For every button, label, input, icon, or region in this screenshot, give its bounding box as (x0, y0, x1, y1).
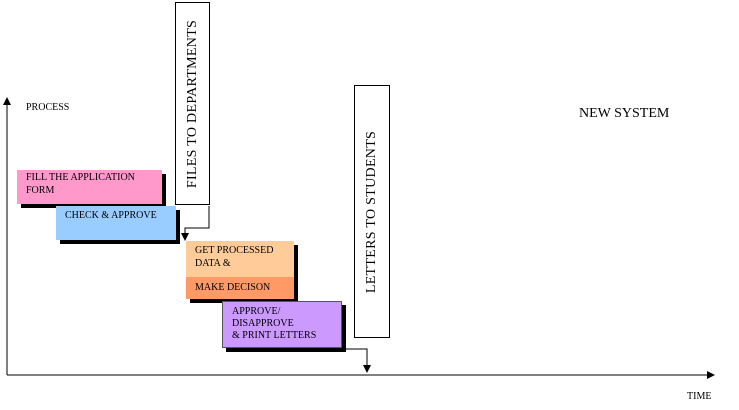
step-processed-line-2: DATA & (195, 258, 231, 269)
step-print-line-1: APPROVE/ (232, 306, 281, 317)
step-fill-line-1: FILL THE APPLICATION (26, 172, 135, 183)
x-axis-label: TIME (687, 391, 712, 402)
diagram-title: NEW SYSTEM (579, 106, 670, 121)
step-print-line-3: & PRINT LETTERS (232, 330, 317, 341)
letters-connector-arrow (343, 348, 371, 373)
milestone-files-to-departments: FILES TO DEPARTMENTS (175, 2, 210, 205)
step-process-decide-group: GET PROCESSED DATA & MAKE DECISON (186, 241, 294, 299)
step-approve-print-letters: APPROVE/ DISAPPROVE & PRINT LETTERS (222, 301, 342, 348)
step-processed-line-1: GET PROCESSED (195, 245, 274, 256)
step-fill-line-2: FORM (26, 185, 55, 196)
step-check-approve: CHECK & APPROVE (56, 206, 176, 240)
step-check-line-1: CHECK & APPROVE (65, 210, 157, 221)
step-make-decision: MAKE DECISON (186, 277, 294, 299)
y-axis-label: PROCESS (26, 102, 70, 113)
files-connector-arrow (181, 206, 210, 241)
step-decision-line-1: MAKE DECISON (195, 282, 271, 293)
step-fill-application: FILL THE APPLICATION FORM (17, 170, 162, 204)
step-print-line-2: DISAPPROVE (232, 318, 294, 329)
step-get-processed-data: GET PROCESSED DATA & (186, 241, 294, 277)
milestone-letters-text: LETTERS TO STUDENTS (364, 130, 379, 293)
milestone-files-text: FILES TO DEPARTMENTS (184, 19, 200, 188)
milestone-letters-to-students: LETTERS TO STUDENTS (354, 85, 390, 338)
